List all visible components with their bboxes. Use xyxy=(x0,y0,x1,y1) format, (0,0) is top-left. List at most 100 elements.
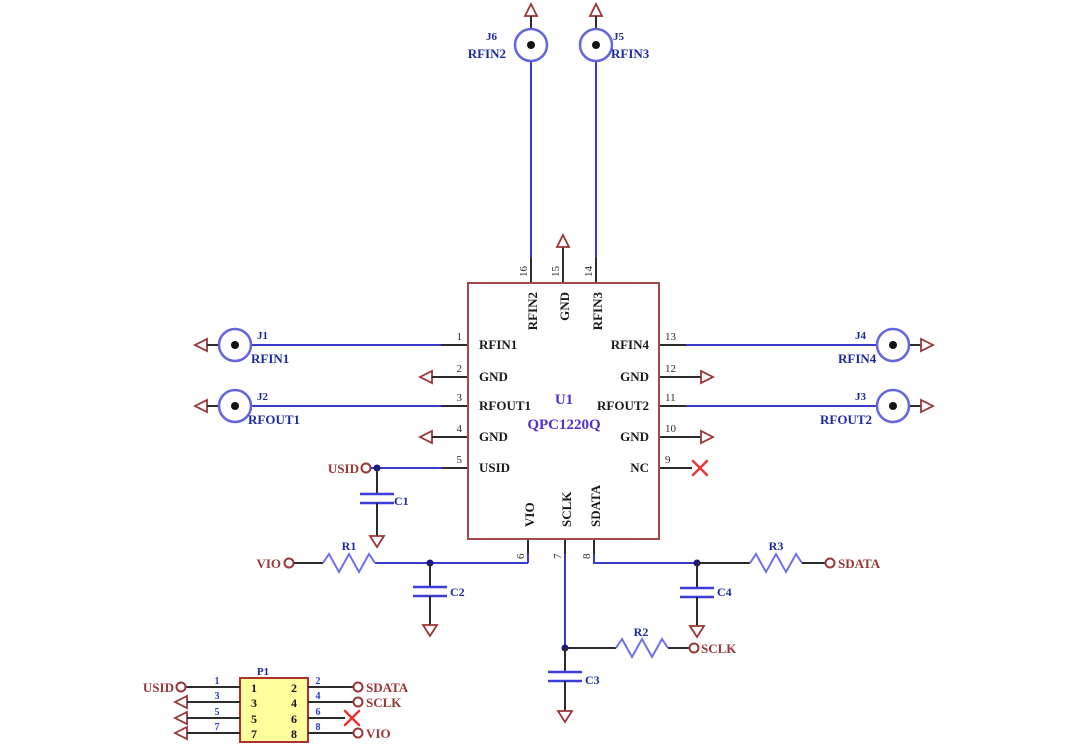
pin-name-sclk: SCLK xyxy=(559,491,574,527)
pin-number-15: 15 xyxy=(550,266,562,278)
connector-j3: J3 RFOUT2 xyxy=(820,388,911,427)
p1-pin-number-7: 7 xyxy=(251,727,257,741)
gnd-arrow-right-icon xyxy=(700,369,716,385)
connector-refdes: J1 xyxy=(257,330,268,342)
pin-number-13: 13 xyxy=(665,331,677,343)
p1-wire-number-3: 3 xyxy=(215,691,220,702)
net-rfin3 xyxy=(588,1,604,283)
pin-name-usid: USID xyxy=(479,460,510,475)
pin-number-11: 11 xyxy=(665,392,676,404)
connector-j5: J5 RFIN3 xyxy=(578,27,650,63)
pin-number-6: 6 xyxy=(515,553,527,559)
pin-number-10: 10 xyxy=(665,423,677,435)
net-rfout2 xyxy=(659,398,936,414)
p1-wire-number-6: 6 xyxy=(316,707,321,718)
p1-pin-number-3: 3 xyxy=(251,696,257,710)
gnd-pin-2 xyxy=(417,369,468,385)
pin-name-gnd2: GND xyxy=(479,369,508,384)
p1-pin-number-4: 4 xyxy=(291,696,297,710)
coax-center-pin xyxy=(231,402,239,410)
p1-wire-number-4: 4 xyxy=(316,691,321,702)
gnd-arrow-right-icon xyxy=(700,429,716,445)
coax-center-pin xyxy=(889,402,897,410)
net-rfin2 xyxy=(523,1,539,283)
net-rfin4 xyxy=(659,337,936,353)
connector-net-label: RFIN4 xyxy=(838,351,877,366)
coax-center-pin xyxy=(889,341,897,349)
port-label-sclk: SCLK xyxy=(701,641,737,656)
pin-number-12: 12 xyxy=(665,363,676,375)
pin-number-2: 2 xyxy=(457,363,463,375)
connector-refdes: J3 xyxy=(855,391,867,403)
p1-pin-number-1: 1 xyxy=(251,681,257,695)
p1-pin-number-5: 5 xyxy=(251,712,257,726)
no-connect-x-icon xyxy=(691,459,709,477)
connector-net-label: RFOUT1 xyxy=(248,412,300,427)
p1-wire-number-8: 8 xyxy=(316,722,321,733)
net-sclk: R2 SCLK xyxy=(561,539,737,660)
resistor-zigzag xyxy=(749,551,803,575)
port-label-vio-p1: VIO xyxy=(366,726,391,741)
offpage-arrow-left-icon xyxy=(172,694,188,710)
cap-refdes: C1 xyxy=(394,494,409,508)
port-label-sdata: SDATA xyxy=(838,556,881,571)
capacitor-c3: C3 xyxy=(548,648,600,724)
connector-net-label: RFIN1 xyxy=(251,351,289,366)
pin-name-gnd10: GND xyxy=(620,429,649,444)
gnd-pin-10 xyxy=(659,429,716,445)
p1-pin-number-2: 2 xyxy=(291,681,297,695)
connector-j2: J2 RFOUT1 xyxy=(217,388,300,427)
connector-j6: J6 RFIN2 xyxy=(468,27,549,63)
ic-partnumber: QPC1220Q xyxy=(527,417,601,433)
ic-u1: U1 QPC1220Q RFIN1 GND RFOUT1 GND USID 1 … xyxy=(457,266,677,560)
no-connect-x-icon xyxy=(343,709,361,727)
capacitor-c4: C4 xyxy=(680,563,732,639)
pin-name-rfin1: RFIN1 xyxy=(479,337,517,352)
resistor-refdes: R1 xyxy=(342,539,357,553)
p1-wire-number-7: 7 xyxy=(215,722,220,733)
p1-pin-number-8: 8 xyxy=(291,727,297,741)
pin-name-sdata: SDATA xyxy=(588,484,603,527)
offpage-arrow-left-icon xyxy=(192,337,208,353)
port-ring-icon xyxy=(352,681,364,693)
pin-name-rfin4: RFIN4 xyxy=(611,337,650,352)
offpage-arrow-up-icon xyxy=(588,1,604,17)
port-ring-icon xyxy=(283,557,295,569)
pin-number-7: 7 xyxy=(552,553,564,559)
ground-arrow-icon xyxy=(421,624,439,638)
gnd-pin-15 xyxy=(555,232,571,283)
port-label-usid-p1: USID xyxy=(143,680,174,695)
connector-refdes: J2 xyxy=(257,391,269,403)
gnd-pin-12 xyxy=(659,369,716,385)
net-sdata: R3 SDATA xyxy=(593,539,881,575)
p1-body xyxy=(239,677,309,743)
pin-number-9: 9 xyxy=(665,454,671,466)
ground-arrow-icon xyxy=(688,625,706,639)
p1-wire-number-2: 2 xyxy=(316,676,321,687)
connector-refdes: J6 xyxy=(486,31,498,43)
resistor-refdes: R3 xyxy=(769,539,784,553)
pin-number-3: 3 xyxy=(457,392,463,404)
capacitor-c1: C1 xyxy=(360,468,409,549)
resistor-zigzag xyxy=(322,551,376,575)
ground-arrow-icon xyxy=(368,535,386,549)
port-label-usid: USID xyxy=(328,461,359,476)
offpage-arrow-left-icon xyxy=(172,710,188,726)
offpage-arrow-right-icon xyxy=(920,398,936,414)
gnd-arrow-left-icon xyxy=(417,429,433,445)
pin-number-16: 16 xyxy=(518,266,530,278)
port-label-vio: VIO xyxy=(256,556,281,571)
port-ring-icon xyxy=(175,681,187,693)
connector-refdes: J5 xyxy=(613,31,625,43)
p1-wire-number-1: 1 xyxy=(215,676,220,687)
pin-name-rfin2: RFIN2 xyxy=(525,292,540,330)
gnd-pin-4 xyxy=(417,429,468,445)
p1-pin-number-6: 6 xyxy=(291,712,297,726)
port-ring-icon xyxy=(360,462,372,474)
connector-j1: J1 RFIN1 xyxy=(217,327,289,366)
pin-name-gnd12: GND xyxy=(620,369,649,384)
connector-refdes: J4 xyxy=(855,330,867,342)
ic-body xyxy=(467,282,660,540)
